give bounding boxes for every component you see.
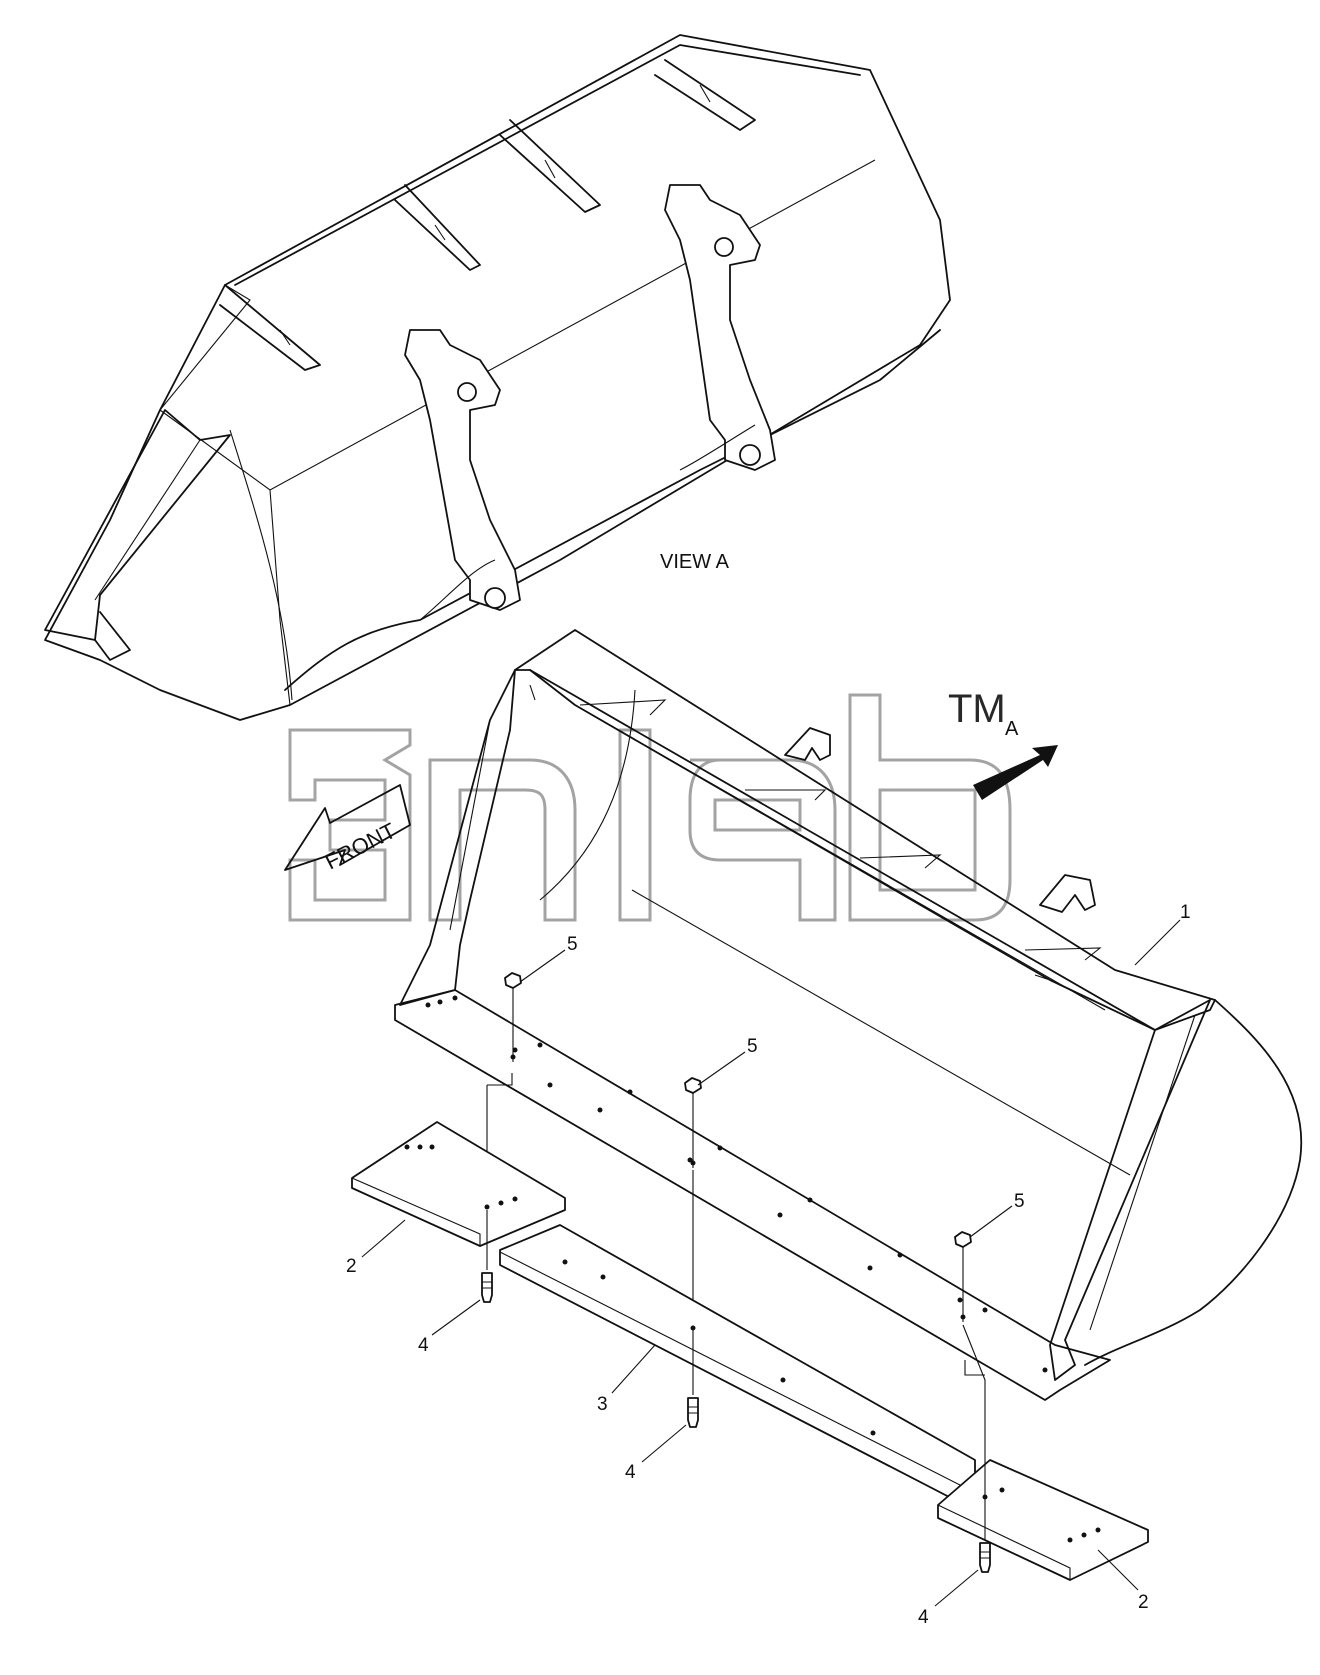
trademark-mark: TM bbox=[948, 687, 1006, 731]
nut-5a bbox=[504, 972, 522, 1062]
callout-1: 1 bbox=[1180, 902, 1191, 923]
bucket-front-view bbox=[394, 629, 1303, 1401]
center-cutting-edge bbox=[499, 1224, 976, 1501]
bolt-4a bbox=[481, 1210, 493, 1303]
view-a-arrow: A bbox=[973, 718, 1058, 800]
bucket-rear-view bbox=[44, 34, 951, 721]
watermark-logo: TM bbox=[288, 687, 1012, 922]
callout-4c: 4 bbox=[918, 1607, 929, 1628]
callout-5c: 5 bbox=[1014, 1191, 1025, 1212]
end-bit-right bbox=[937, 1459, 1149, 1581]
edge-bolt-holes bbox=[425, 995, 1048, 1373]
nut-5b bbox=[684, 1077, 702, 1168]
bolt-4b bbox=[687, 1330, 699, 1428]
view-a-arrow-letter: A bbox=[1005, 718, 1019, 740]
front-label: FRONT bbox=[321, 818, 400, 875]
callout-5b: 5 bbox=[747, 1036, 758, 1057]
bolt-4c bbox=[979, 1465, 991, 1573]
view-a-label: VIEW A bbox=[660, 551, 730, 573]
callout-5a: 5 bbox=[567, 934, 578, 955]
callout-4b: 4 bbox=[625, 1462, 636, 1483]
callout-4a: 4 bbox=[418, 1335, 429, 1356]
nut-5c bbox=[954, 1231, 972, 1322]
callout-2a: 2 bbox=[346, 1256, 357, 1277]
callout-3: 3 bbox=[597, 1394, 608, 1415]
callout-2b: 2 bbox=[1138, 1592, 1149, 1613]
end-bit-left bbox=[351, 1121, 566, 1247]
callouts: 1 5 5 5 2 2 3 4 4 4 bbox=[346, 902, 1191, 1628]
